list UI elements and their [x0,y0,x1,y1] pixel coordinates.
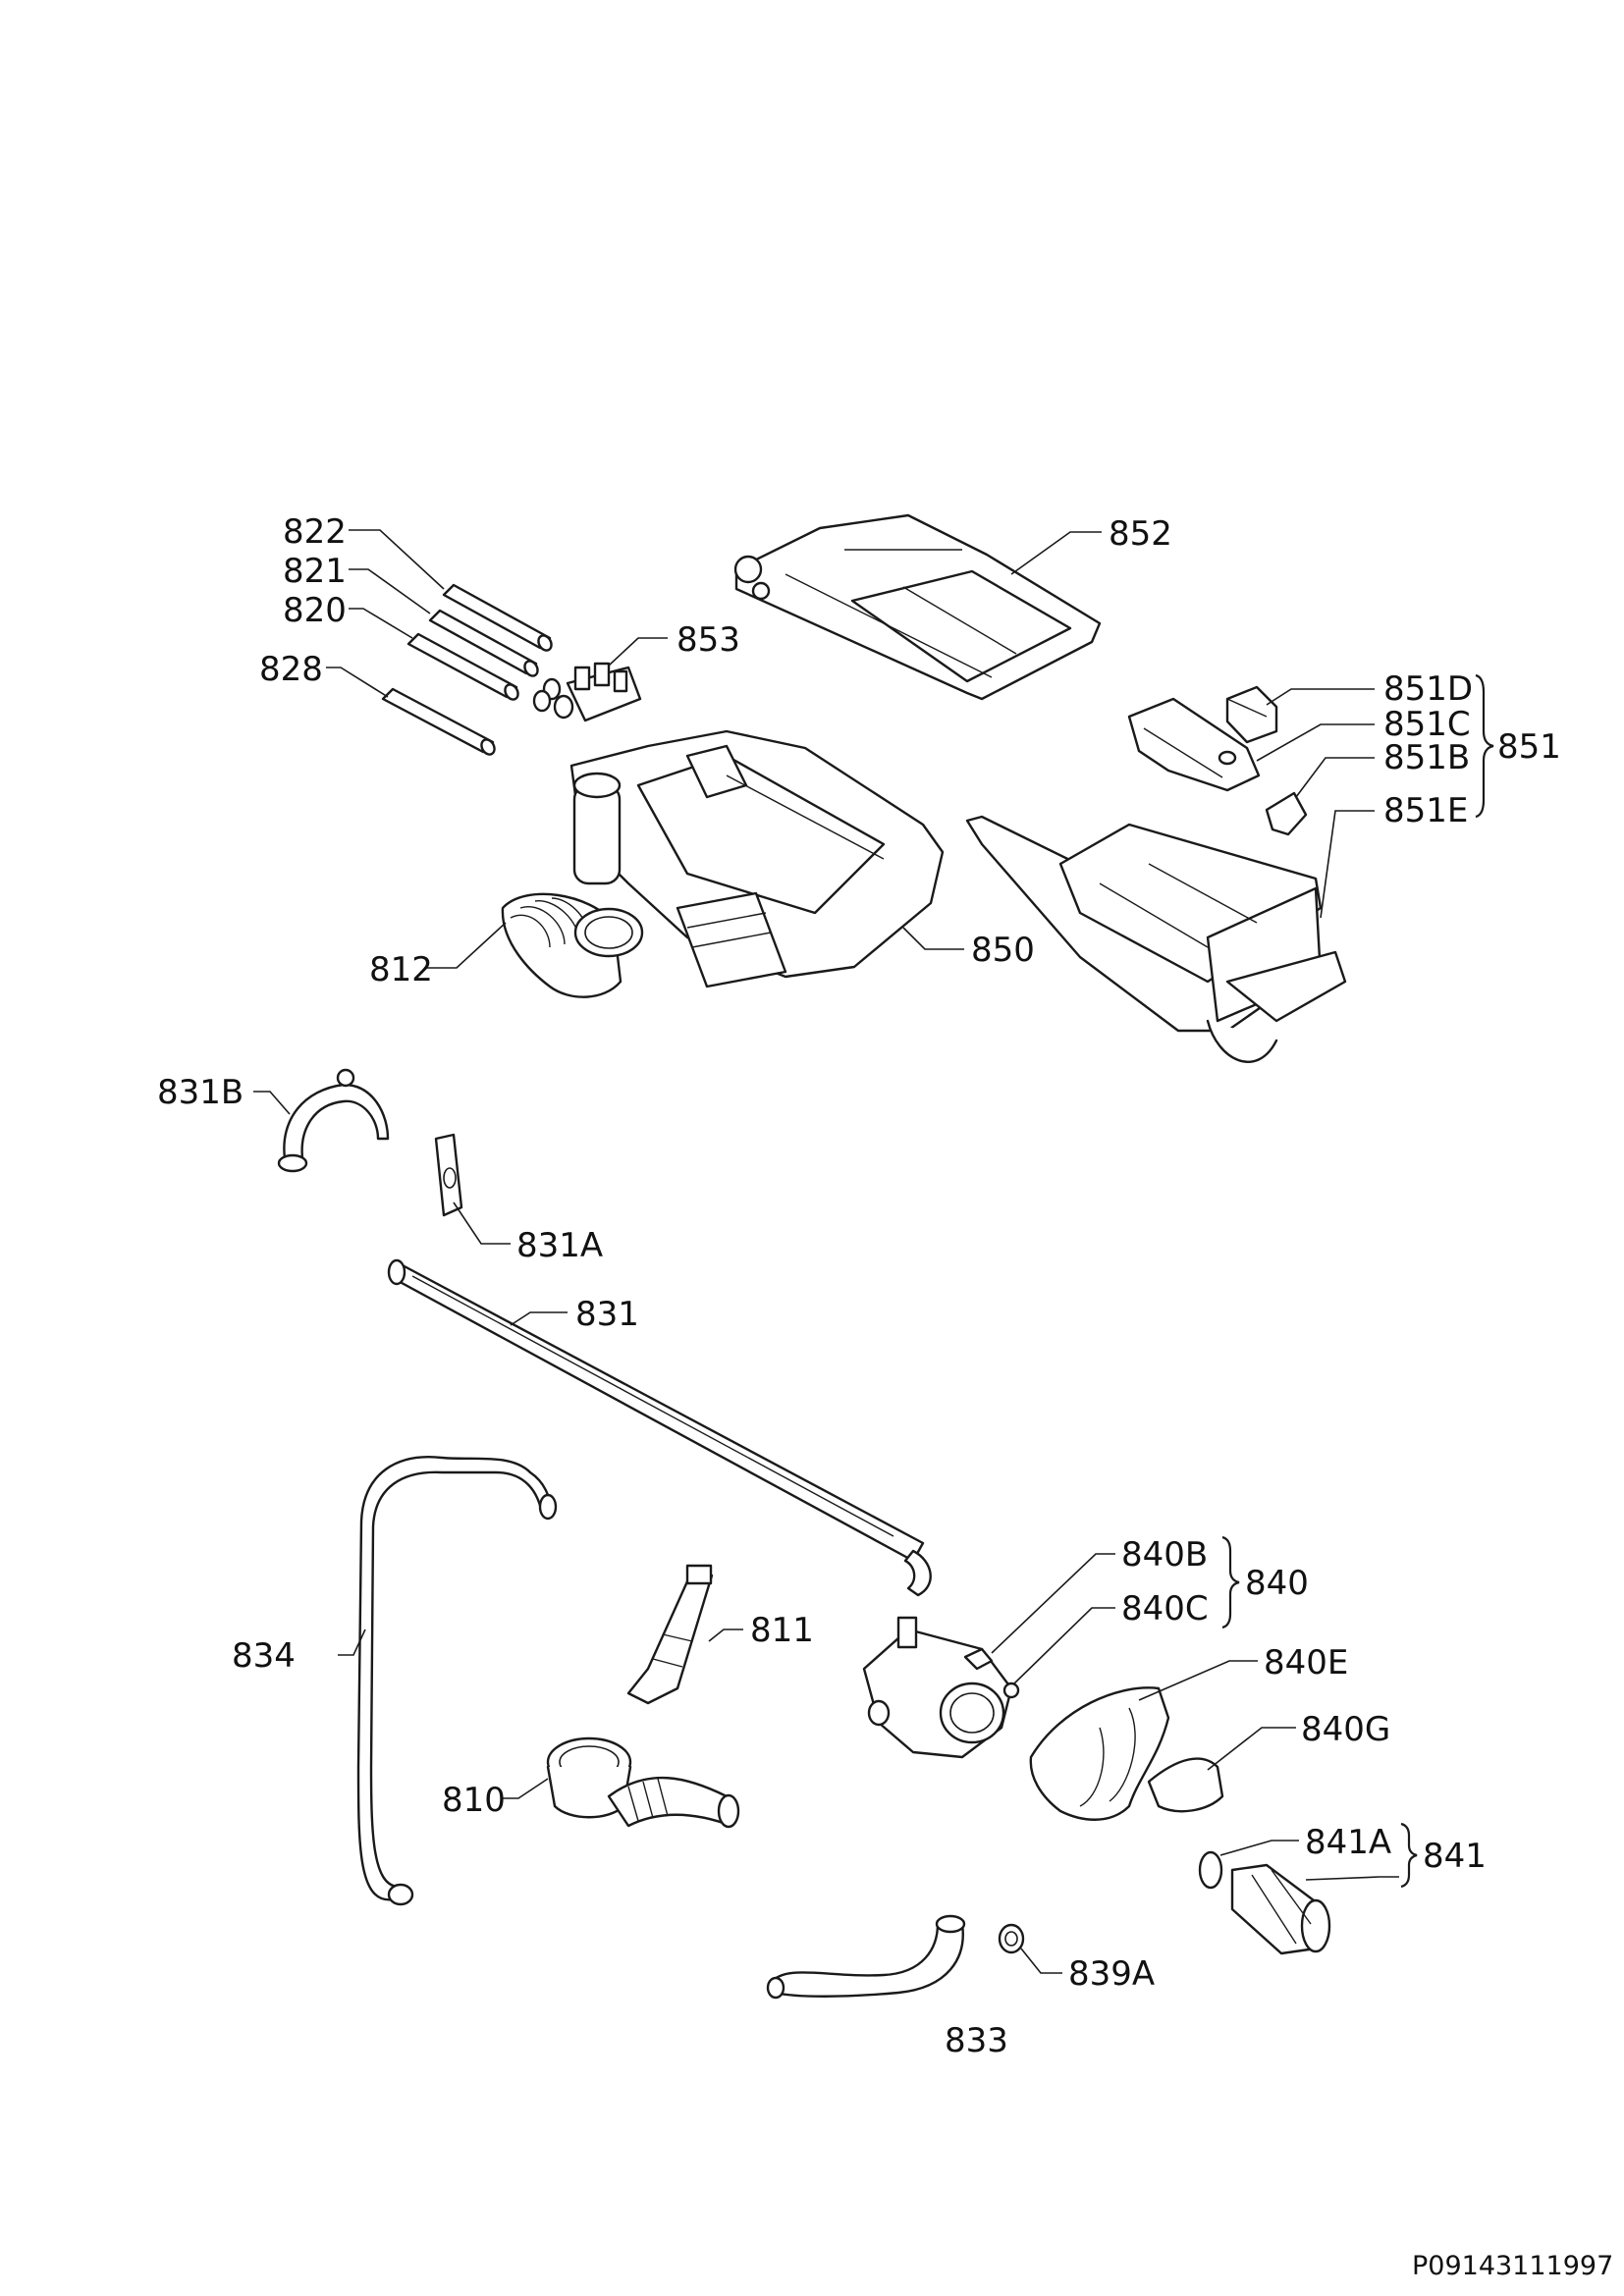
hose-828 [381,687,496,756]
label-841: 841 [1423,1837,1487,1876]
brace-840 [1221,1535,1240,1629]
bellows-hose-812 [501,892,644,998]
sump-hose-811 [626,1564,714,1705]
label-828: 828 [259,650,323,689]
hose-clip-831A [434,1133,463,1217]
label-831A: 831A [516,1226,603,1265]
drain-hose-831 [387,1258,932,1597]
inlet-valve-853 [532,662,642,722]
label-851D: 851D [1383,669,1473,709]
drawer-insert-851C [1127,697,1261,792]
label-839A: 839A [1068,1954,1155,1994]
label-841A: 841A [1305,1823,1391,1862]
hose-833 [766,1914,966,2000]
document-code: P09143111997 [1412,2251,1613,2281]
label-820: 820 [283,591,347,630]
label-851E: 851E [1383,791,1468,830]
label-850: 850 [971,931,1035,970]
label-851C: 851C [1383,705,1471,744]
label-840C: 840C [1121,1589,1209,1629]
sump-810 [546,1736,740,1829]
pump-filter-841 [1230,1863,1331,1955]
dispenser-housing-850 [569,729,945,988]
label-831B: 831B [157,1073,244,1112]
label-840E: 840E [1264,1643,1348,1682]
label-840: 840 [1245,1564,1309,1603]
label-810: 810 [442,1781,506,1820]
label-853: 853 [677,620,740,660]
label-812: 812 [369,950,433,989]
label-840G: 840G [1301,1710,1390,1749]
label-831: 831 [575,1295,639,1334]
brace-841 [1400,1822,1418,1889]
label-811: 811 [750,1611,814,1650]
pump-cover-840E [1029,1686,1170,1821]
hose-820 [406,632,519,701]
drawer-spring-851B [1265,791,1308,836]
label-833: 833 [945,2021,1008,2060]
label-852: 852 [1109,514,1172,554]
drawer-insert-851D [1225,685,1278,744]
label-851B: 851B [1383,738,1470,777]
hose-834 [356,1456,558,1906]
detergent-drawer-851E [965,815,1347,1063]
label-822: 822 [283,512,347,552]
label-821: 821 [283,552,347,591]
leader-lines [253,529,1399,1974]
drain-pump-housing [862,1616,1020,1759]
seal-ring-841A [1198,1850,1223,1890]
hose-guide-831B [277,1068,390,1173]
brace-851 [1475,673,1494,819]
fitting-839A [998,1923,1025,1954]
label-851: 851 [1497,727,1561,767]
hose-822 [442,583,553,652]
label-834: 834 [232,1636,296,1676]
dispenser-cover-852 [733,513,1102,701]
part-labels: 822 821 820 828 853 852 851D 851C 851B 8… [157,512,1561,2060]
pump-filter-840G [1147,1757,1224,1813]
label-840B: 840B [1121,1535,1208,1575]
hose-821 [428,609,539,677]
